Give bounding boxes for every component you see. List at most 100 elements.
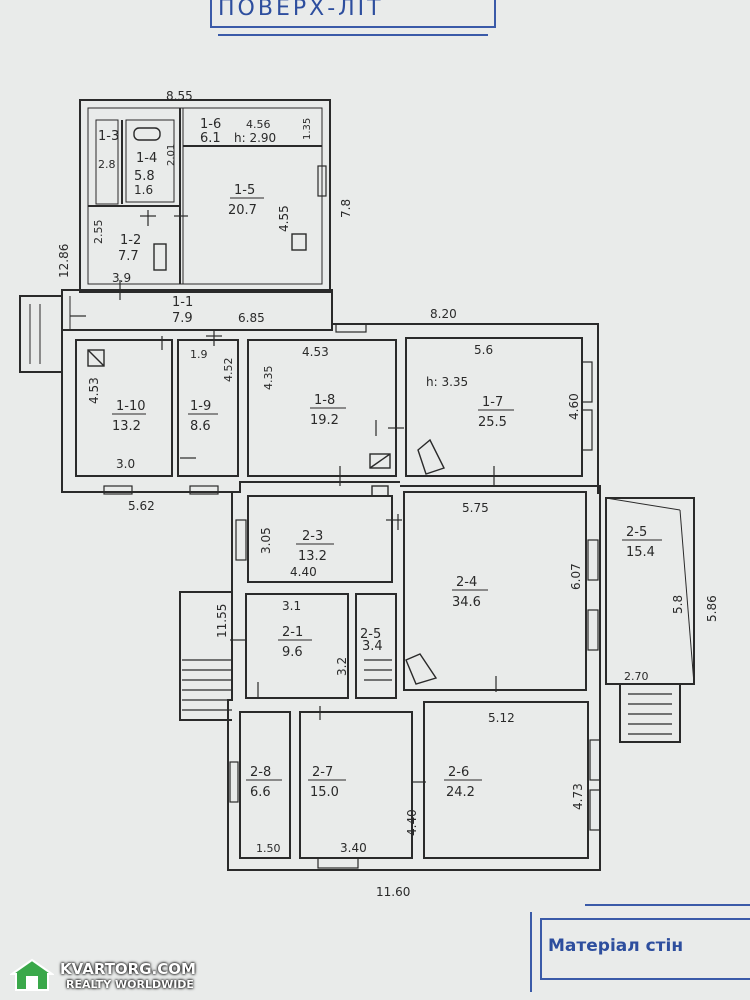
watermark-tagline: REALTY WORLDWIDE <box>66 978 194 991</box>
dim-1-9: 1.9 <box>190 348 208 361</box>
veranda-diagonal <box>605 497 681 511</box>
dim-5-62: 5.62 <box>128 499 155 513</box>
room-id-1-10: 1-10 <box>116 399 146 414</box>
room-id-2-2: 2-5 <box>360 627 381 642</box>
stove-icon-line <box>369 453 391 469</box>
boiler-icon <box>405 653 438 685</box>
dim-1-35: 1.35 <box>302 118 313 140</box>
watermark-brand: KVARTORG.COM <box>60 960 196 978</box>
dimension-ticks <box>70 208 497 783</box>
room-id-1-8: 1-8 <box>314 393 335 408</box>
left-porch <box>19 295 62 373</box>
window <box>229 761 239 803</box>
dim-4-40-lower: 4.40 <box>405 809 419 836</box>
dim-4-52: 4.52 <box>222 358 235 383</box>
stove-icon <box>369 453 391 469</box>
wall <box>125 119 175 203</box>
boiler-icon <box>417 438 445 475</box>
room-id-1-1: 1-1 <box>172 295 193 310</box>
room-note-1-6: h: 2.90 <box>234 131 276 145</box>
dim-6-85: 6.85 <box>238 311 265 325</box>
room-2-3-walls <box>247 495 393 583</box>
footer-stamp-line <box>530 912 532 992</box>
room-area-2-8: 6.6 <box>250 785 271 800</box>
room-2-2-walls <box>355 593 397 699</box>
room-2-4-walls <box>403 491 587 691</box>
dim-2-70: 2.70 <box>624 670 649 683</box>
dim-8-20: 8.20 <box>430 307 457 321</box>
stove-icon <box>371 485 389 497</box>
window <box>103 485 133 495</box>
dim-4-35: 4.35 <box>262 366 275 391</box>
dim-4-60: 4.60 <box>567 393 581 420</box>
room-id-1-3: 1-3 <box>98 129 119 144</box>
middle-outer <box>61 330 400 493</box>
dim-4-40: 4.40 <box>290 565 317 579</box>
dim-top-width: 8.55 <box>166 89 193 103</box>
room-id-2-3: 2-3 <box>302 529 323 544</box>
fixtures <box>87 127 445 685</box>
room-id-1-2: 1-2 <box>120 233 141 248</box>
room-2-8-walls <box>239 711 291 859</box>
dimension-labels: 8.55 4.56 1.35 4.55 7.8 2.8 2.01 2.55 3.… <box>57 89 719 899</box>
room-id-2-8: 2-8 <box>250 765 271 780</box>
room-area-2-7: 15.0 <box>310 785 339 800</box>
footer-stamp-text: Матеріал стін <box>548 936 684 956</box>
dim-5-6: 5.6 <box>474 343 493 357</box>
stove-icon-line <box>87 349 105 367</box>
top-block-outer <box>79 99 331 293</box>
dim-11-55: 11.55 <box>215 604 229 638</box>
window <box>235 519 247 561</box>
room-id-2-7: 2-7 <box>312 765 333 780</box>
dim-4-73: 4.73 <box>571 783 585 810</box>
middle-outer-right <box>332 323 599 494</box>
wall <box>95 119 119 205</box>
dim-5-75: 5.75 <box>462 501 489 515</box>
window <box>581 361 593 403</box>
room-area-2-2: 3.4 <box>362 639 383 654</box>
dim-4-53-top: 4.53 <box>302 345 329 359</box>
footer-stamp: Матеріал стін <box>530 902 750 1000</box>
window <box>335 323 367 333</box>
dim-3-05: 3.05 <box>259 527 273 554</box>
window <box>587 609 599 651</box>
room-id-1-7: 1-7 <box>482 395 503 410</box>
corridor-band <box>61 289 333 331</box>
window <box>589 739 601 781</box>
room-area-1-5: 20.7 <box>228 203 257 218</box>
bath-icon <box>133 127 161 141</box>
room-1-9-walls <box>177 339 239 477</box>
room-id-2-5-veranda: 2-5 <box>626 525 647 540</box>
dim-6-07: 6.07 <box>569 563 583 590</box>
sink-icon <box>291 233 307 251</box>
window <box>189 485 219 495</box>
room-area-1-10: 13.2 <box>112 419 141 434</box>
room-area-2-3: 13.2 <box>298 549 327 564</box>
dim-4-56: 4.56 <box>246 118 271 131</box>
dim-5-8: 5.8 <box>671 595 685 614</box>
room-area-1-4: 5.8 <box>134 169 155 184</box>
window <box>581 409 593 451</box>
room-id-1-6: 1-6 <box>200 117 221 132</box>
room-id-1-4: 1-4 <box>136 151 157 166</box>
room-2-1-walls <box>245 593 349 699</box>
dim-3-9: 3.9 <box>112 271 131 285</box>
room-id-2-4: 2-4 <box>456 575 477 590</box>
dim-1-50: 1.50 <box>256 842 281 855</box>
stove-icon <box>87 349 105 367</box>
room-1-10-walls <box>75 339 173 477</box>
dim-bottom-width: 11.60 <box>376 885 410 899</box>
dim-2-55: 2.55 <box>92 220 105 245</box>
header-stamp-text: ПОВЕРХ-ЛІТ <box>218 0 384 21</box>
room-id-1-5: 1-5 <box>234 183 255 198</box>
room-area-2-4: 34.6 <box>452 595 481 610</box>
room-note-1-4: 1.6 <box>134 183 153 197</box>
windows <box>103 165 601 869</box>
room-area-1-9: 8.6 <box>190 419 211 434</box>
dim-3-40: 3.40 <box>340 841 367 855</box>
window <box>317 165 327 197</box>
room-id-2-6: 2-6 <box>448 765 469 780</box>
house-icon <box>10 958 54 991</box>
room-area-2-6: 24.2 <box>446 785 475 800</box>
